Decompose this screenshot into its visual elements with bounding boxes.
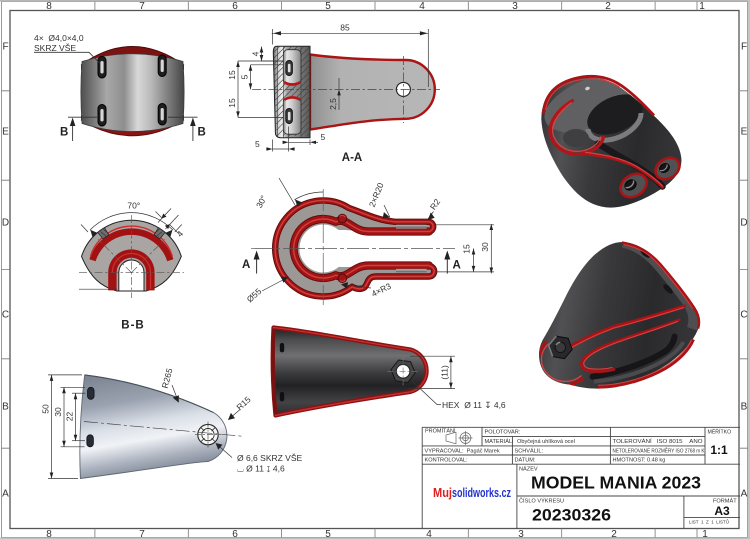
svg-text:7: 7	[139, 529, 145, 539]
svg-text:15: 15	[227, 98, 237, 108]
svg-text:VYPRACOVAL: Pagáč Marek: VYPRACOVAL: Pagáč Marek	[425, 449, 500, 455]
svg-text:FORMÁT: FORMÁT	[713, 498, 737, 505]
svg-text:HMOTNOST: 0.48 kg: HMOTNOST: 0.48 kg	[613, 458, 666, 464]
svg-text:85: 85	[340, 23, 350, 33]
svg-text:E: E	[741, 127, 748, 138]
svg-text:POLOTOVAR:: POLOTOVAR:	[485, 430, 521, 436]
svg-text:1:1: 1:1	[710, 443, 728, 457]
svg-text:2,5: 2,5	[328, 98, 338, 110]
svg-text:15: 15	[227, 70, 237, 80]
svg-text:A: A	[242, 259, 250, 271]
svg-text:⌴ Ø 11 ↧ 4,6: ⌴ Ø 11 ↧ 4,6	[237, 464, 285, 474]
svg-text:B-B: B-B	[121, 320, 144, 332]
svg-text:30: 30	[53, 407, 63, 417]
svg-text:E: E	[2, 127, 9, 138]
svg-text:B: B	[60, 127, 68, 139]
svg-text:4: 4	[175, 228, 186, 239]
svg-text:MATERIÁL:: MATERIÁL:	[485, 438, 515, 445]
svg-text:15: 15	[462, 244, 472, 254]
svg-text:KONTROLOVAL:: KONTROLOVAL:	[425, 458, 469, 464]
svg-text:F: F	[2, 42, 8, 53]
svg-text:2: 2	[611, 529, 617, 539]
svg-text:HEX Ø 11 ↧ 4,6: HEX Ø 11 ↧ 4,6	[442, 400, 506, 410]
svg-text:20230326: 20230326	[532, 506, 611, 525]
svg-text:Obyčejná uhlíková ocel: Obyčejná uhlíková ocel	[517, 439, 575, 445]
svg-text:4× Ø4,0×4,0: 4× Ø4,0×4,0	[34, 33, 84, 43]
svg-text:DATUM:: DATUM:	[515, 458, 536, 464]
svg-text:4: 4	[419, 1, 425, 12]
svg-text:Muj: Muj	[433, 486, 452, 500]
svg-text:SKRZ VŠE: SKRZ VŠE	[34, 43, 76, 53]
svg-text:solidworks.cz: solidworks.cz	[452, 486, 511, 500]
svg-text:NÁZEV: NÁZEV	[519, 466, 538, 473]
svg-text:LIST 1 Z 1 LISTŮ: LIST 1 Z 1 LISTŮ	[689, 519, 729, 525]
svg-text:A: A	[741, 489, 748, 500]
svg-text:5: 5	[325, 529, 331, 539]
svg-text:ČÍSLO VÝKRESU: ČÍSLO VÝKRESU	[519, 498, 564, 505]
svg-text:22: 22	[64, 412, 74, 422]
svg-text:A3: A3	[714, 504, 730, 518]
svg-text:B: B	[198, 127, 206, 139]
svg-text:5: 5	[321, 132, 326, 142]
svg-text:5: 5	[255, 139, 260, 149]
svg-text:30: 30	[480, 242, 490, 252]
svg-text:4: 4	[426, 529, 432, 539]
svg-text:8: 8	[46, 529, 52, 539]
svg-text:F: F	[741, 42, 747, 53]
svg-text:B: B	[741, 402, 748, 413]
svg-text:3: 3	[512, 1, 518, 12]
svg-text:1: 1	[699, 1, 705, 12]
svg-text:2: 2	[605, 1, 611, 12]
svg-text:D: D	[740, 218, 747, 229]
svg-text:C: C	[2, 310, 9, 321]
svg-text:3: 3	[518, 529, 524, 539]
svg-text:7: 7	[139, 1, 145, 12]
svg-text:A: A	[2, 489, 9, 500]
svg-text:6: 6	[232, 1, 238, 12]
svg-text:MĚŘÍTKO: MĚŘÍTKO	[708, 428, 732, 436]
svg-text:5: 5	[240, 74, 250, 79]
svg-text:PROMÍTÁNÍ: PROMÍTÁNÍ	[425, 428, 456, 435]
svg-text:70°: 70°	[127, 201, 140, 211]
svg-text:5: 5	[325, 1, 331, 12]
svg-text:TOLEROVÁNÍ ISO 8015 ANO: TOLEROVÁNÍ ISO 8015 ANO	[613, 438, 704, 445]
svg-text:B: B	[2, 402, 9, 413]
svg-text:NETOLEROVANÉ ROZMĚRY ISO 2768: NETOLEROVANÉ ROZMĚRY ISO 2768 m K	[613, 447, 705, 455]
svg-text:MODEL MANIA 2023: MODEL MANIA 2023	[531, 473, 701, 493]
svg-text:50: 50	[40, 404, 50, 414]
svg-text:4: 4	[251, 51, 261, 56]
svg-text:SCHVÁLIL:: SCHVÁLIL:	[515, 448, 544, 455]
svg-text:1: 1	[702, 529, 708, 539]
svg-text:C: C	[740, 310, 747, 321]
svg-text:D: D	[2, 218, 9, 229]
svg-text:Ø 6,6 SKRZ VŠE: Ø 6,6 SKRZ VŠE	[237, 453, 303, 463]
svg-text:A: A	[453, 260, 461, 272]
svg-text:6: 6	[232, 529, 238, 539]
svg-text:(11): (11)	[439, 365, 449, 380]
svg-text:A-A: A-A	[342, 152, 362, 164]
svg-text:8: 8	[46, 1, 52, 12]
